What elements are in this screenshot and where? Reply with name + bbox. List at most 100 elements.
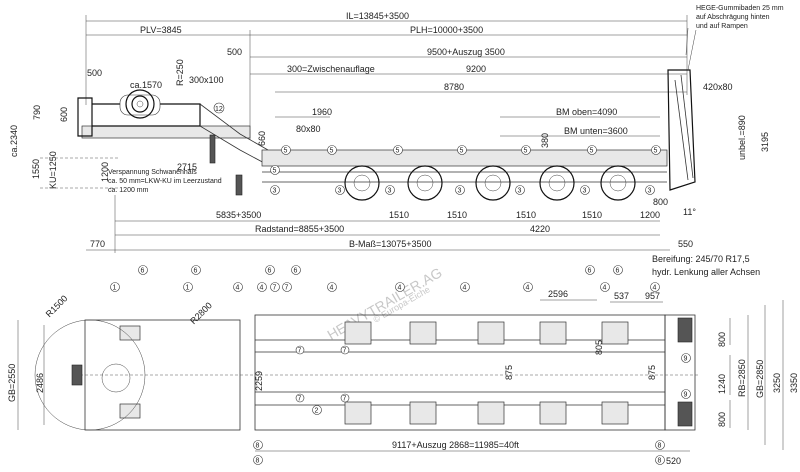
dim-805: 805 [594,340,604,355]
dim-550: 550 [678,239,693,249]
svg-text:12: 12 [215,106,223,113]
svg-text:5: 5 [654,148,658,155]
dim-1550: 1550 [31,159,41,179]
dim-3250: 3250 [772,373,782,393]
dim-80x80: 80x80 [296,124,321,134]
dim-zwischenauflage: 300=Zwischenauflage [287,64,375,74]
svg-text:7: 7 [273,285,277,292]
side-wheels [344,165,636,201]
svg-text:3: 3 [338,188,342,195]
svg-text:4: 4 [236,285,240,292]
note-hege-3: und auf Rampen [696,23,748,30]
dim-bmass: B-Maß=13075+3500 [349,239,432,249]
dim-1200: 1200 [100,162,110,182]
dim-11deg: 11° [683,207,696,217]
side-bubbles: 12 5 5 5 5 5 5 5 5 3 3 3 3 3 3 3 [213,102,661,195]
dim-gb2550: GB=2550 [7,364,17,402]
svg-text:8: 8 [256,458,260,465]
dim-plh: PLH=10000+3500 [410,25,483,35]
spare-wheel [125,89,155,119]
dim-ca1570: ca.1570 [130,80,162,90]
dim-1960: 1960 [312,107,332,117]
dim-4220: 4220 [530,224,550,234]
dim-r2800: R2800 [188,300,214,326]
dim-5835: 5835+3500 [216,210,261,220]
dim-520: 520 [666,456,681,466]
dim-bm-unten: BM unten=3600 [564,126,628,136]
dim-875a: 875 [504,365,514,380]
dim-420x80: 420x80 [703,82,733,92]
dim-rb2850: RB=2850 [737,359,747,397]
dim-1510b: 1510 [447,210,467,220]
dim-800a: 800 [717,332,727,347]
dim-ca2340: ca.2340 [9,125,19,157]
svg-text:2: 2 [315,408,319,415]
svg-text:7: 7 [343,396,347,403]
svg-text:7: 7 [285,285,289,292]
note-verspannung-2: ca. 50 mm=LKW-KU im Leerzustand [108,178,222,185]
dim-660: 660 [257,131,267,146]
svg-text:5: 5 [273,168,277,175]
dim-9500: 9500+Auszug 3500 [427,47,505,57]
dim-2596: 2596 [548,289,568,299]
dim-bm-oben: BM oben=4090 [556,107,617,117]
svg-text:6: 6 [141,268,145,275]
svg-text:8: 8 [658,443,662,450]
rear-ramps [667,69,696,191]
dim-600: 600 [59,107,69,122]
note-verspannung-1: Verspannung Schwanenhals [108,169,197,176]
dim-2486: 2486 [35,373,45,393]
dim-r250: R=250 [175,59,185,86]
dim-unbel-890: unbel.=890 [737,115,747,160]
svg-text:1: 1 [186,285,190,292]
svg-text:8: 8 [658,458,662,465]
svg-text:6: 6 [294,268,298,275]
note-hege-2: auf Abschrägung hinten [696,14,770,21]
dim-300x100: 300x100 [189,75,224,85]
dim-770: 770 [90,239,105,249]
dim-380: 380 [540,133,550,148]
svg-text:4: 4 [653,285,657,292]
dim-1510c: 1510 [516,210,536,220]
svg-text:3: 3 [273,188,277,195]
dim-9117: 9117+Auszug 2868=11985=40ft [392,440,520,450]
dim-537: 537 [614,291,629,301]
svg-text:3: 3 [388,188,392,195]
dim-2259: 2259 [254,371,264,391]
dim-1510a: 1510 [389,210,409,220]
dim-500a: 500 [227,47,242,57]
dim-790: 790 [32,105,42,120]
note-lenkung: hydr. Lenkung aller Achsen [652,267,760,277]
svg-text:7: 7 [298,396,302,403]
svg-text:5: 5 [460,148,464,155]
dim-gb2850: GB=2850 [755,360,765,398]
svg-text:3: 3 [518,188,522,195]
dim-1510d: 1510 [582,210,602,220]
svg-text:4: 4 [330,285,334,292]
side-view: IL=13845+3500 PLV=3845 PLH=10000+3500 50… [9,5,784,253]
plan-view: R1500 R2800 GB=2550 2486 2259 2596 537 9… [7,254,799,466]
svg-text:8: 8 [256,443,260,450]
svg-text:1: 1 [113,285,117,292]
svg-text:3: 3 [458,188,462,195]
svg-text:9: 9 [684,356,688,363]
plan-wheels [119,321,629,425]
dim-875b: 875 [647,365,657,380]
dim-1240: 1240 [717,374,727,394]
dim-2715: 2715 [177,162,197,172]
note-hege-1: HEGE-Gummibaden 25 mm [696,5,784,12]
dim-800b: 800 [717,412,727,427]
svg-text:6: 6 [588,268,592,275]
dim-3195: 3195 [760,132,770,152]
svg-text:5: 5 [396,148,400,155]
svg-text:3: 3 [583,188,587,195]
dim-il: IL=13845+3500 [346,11,409,21]
note-verspannung-3: ca. 1200 mm [108,187,149,194]
svg-text:4: 4 [463,285,467,292]
svg-text:9: 9 [684,392,688,399]
svg-text:7: 7 [298,348,302,355]
svg-text:4: 4 [603,285,607,292]
dim-800: 800 [653,197,668,207]
plan-bubbles: 1 6 1 6 4 4 7 7 6 6 4 4 4 4 6 4 6 4 9 9 … [110,265,691,465]
dim-r1500: R1500 [44,293,70,319]
